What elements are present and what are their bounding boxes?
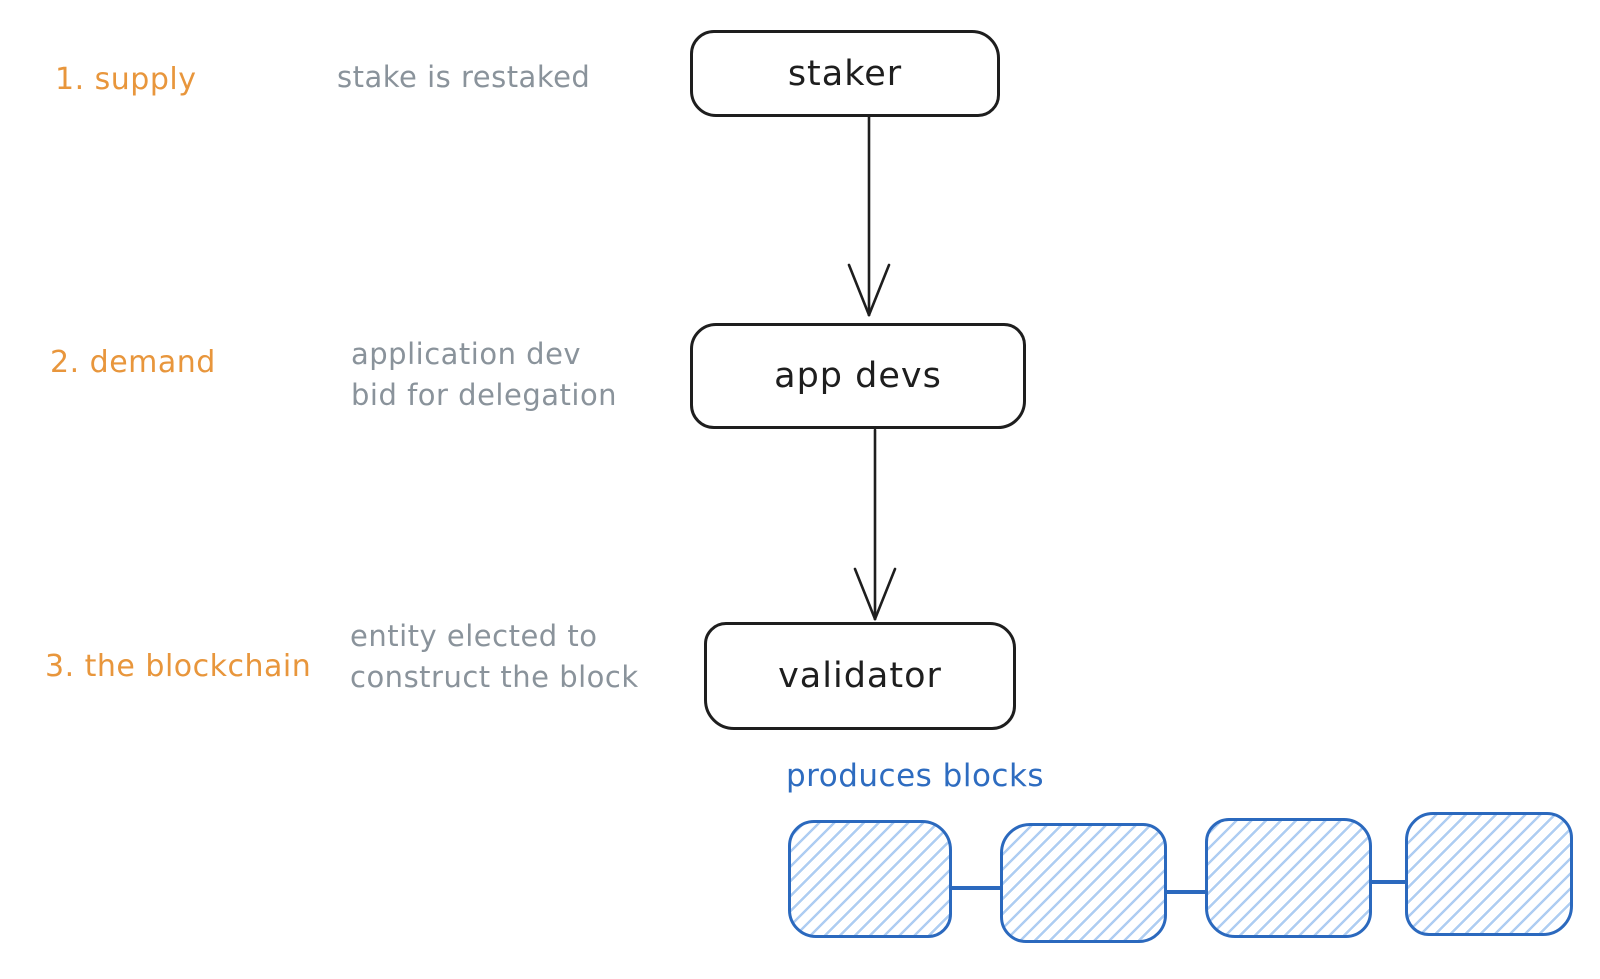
step-label-demand: 2. demand <box>50 345 216 380</box>
blockchain-block-3 <box>1205 818 1372 938</box>
arrow-appdevs-to-validator <box>853 428 897 621</box>
node-validator-label: validator <box>778 656 942 696</box>
blockchain-block-2 <box>1000 823 1167 943</box>
annotation-line: construct the block <box>350 660 639 694</box>
annotation-appdev-bid: application dev bid for delegation <box>351 334 617 416</box>
arrow-staker-to-appdevs <box>847 115 891 317</box>
node-app-devs-label: app devs <box>774 356 942 396</box>
step-label-supply: 1. supply <box>55 62 197 97</box>
node-staker: staker <box>690 30 1000 117</box>
annotation-line: bid for delegation <box>351 378 618 412</box>
annotation-line: application dev <box>351 337 582 371</box>
blockchain-link-3 <box>1369 880 1407 884</box>
node-validator: validator <box>704 622 1016 730</box>
node-app-devs: app devs <box>690 323 1026 429</box>
blockchain-caption: produces blocks <box>786 758 1045 794</box>
blockchain-link-1 <box>950 886 1002 890</box>
step-label-the-blockchain: 3. the blockchain <box>45 649 312 684</box>
annotation-entity-elected: entity elected to construct the block <box>350 616 639 698</box>
blockchain-block-1 <box>788 820 952 938</box>
annotation-line: entity elected to <box>350 619 598 653</box>
blockchain-block-4 <box>1405 812 1573 936</box>
annotation-stake-restaked: stake is restaked <box>337 57 590 98</box>
blockchain-link-2 <box>1165 890 1207 894</box>
node-staker-label: staker <box>787 53 903 94</box>
annotation-line: stake is restaked <box>337 60 591 94</box>
